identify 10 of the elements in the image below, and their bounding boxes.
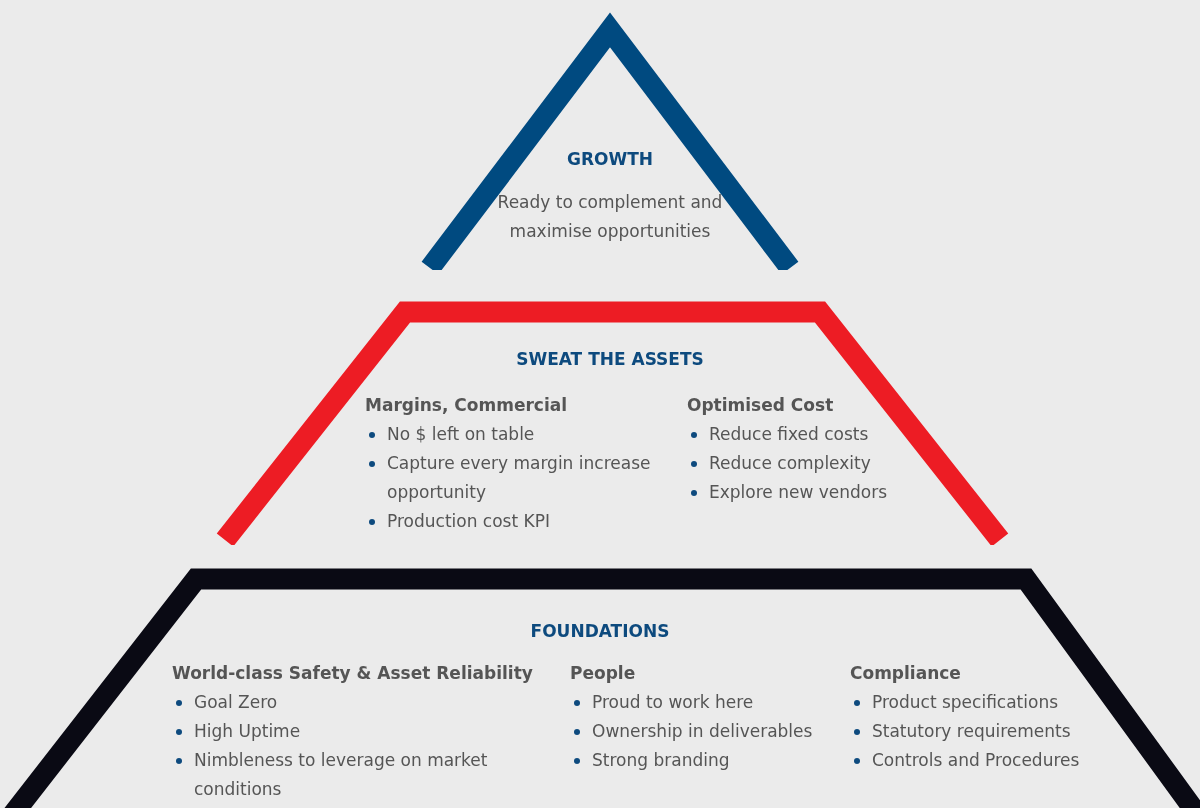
tier-heading: SWEAT THE ASSETS <box>515 348 705 371</box>
column-heading: People <box>570 662 637 685</box>
tier-description: Ready to complement and maximise opportunities <box>496 191 724 243</box>
bullet-item: Production cost KPI <box>365 507 692 536</box>
tier-heading: FOUNDATIONS <box>529 620 671 643</box>
column-heading: Margins, Commercial <box>365 394 569 417</box>
column-heading: World-class Safety & Asset Reliability <box>172 662 534 685</box>
column-heading: Compliance <box>850 662 962 685</box>
column-heading: Optimised Cost <box>687 394 835 417</box>
tier-heading: GROWTH <box>565 148 655 171</box>
